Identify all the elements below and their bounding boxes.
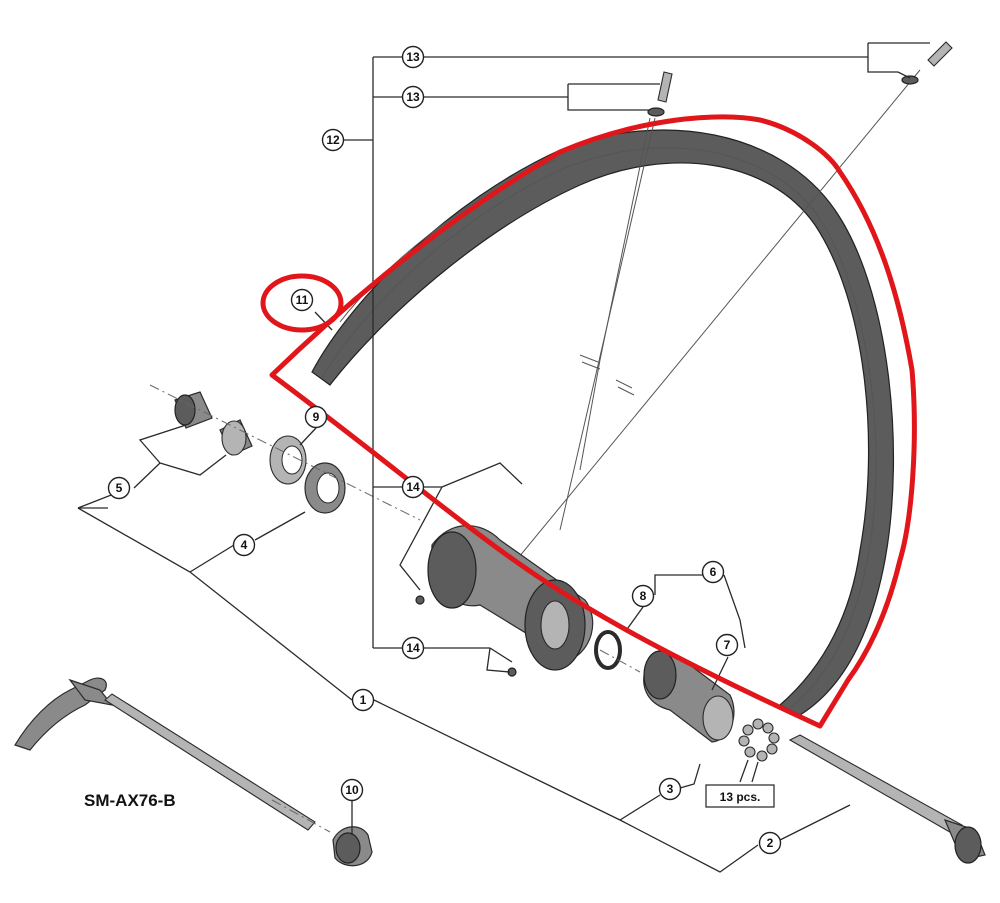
svg-text:13: 13 — [406, 50, 420, 64]
callout-4: 4 — [232, 533, 256, 557]
callout-3: 3 — [658, 777, 682, 801]
rim-highlight-outline — [269, 114, 917, 729]
callout-13-second: 13 — [401, 85, 425, 109]
lock-ring — [304, 462, 346, 514]
callout-11: 11 — [290, 288, 314, 312]
model-label: SM-AX76-B — [84, 791, 176, 810]
callout-11-highlight-circle — [260, 273, 344, 333]
spokes — [499, 69, 921, 581]
svg-text:7: 7 — [724, 638, 731, 652]
svg-text:4: 4 — [241, 538, 248, 552]
svg-text:13: 13 — [406, 90, 420, 104]
nipple-top-center — [647, 71, 673, 117]
svg-text:10: 10 — [345, 783, 359, 797]
callout-14-lower: 14 — [401, 636, 425, 660]
svg-text:11: 11 — [296, 293, 309, 307]
svg-text:9: 9 — [313, 410, 320, 424]
callout-8: 8 — [631, 584, 655, 608]
dust-ring — [269, 435, 307, 485]
callout-6: 6 — [701, 560, 725, 584]
callout-9: 9 — [304, 405, 328, 429]
svg-text:6: 6 — [710, 565, 717, 579]
svg-text:5: 5 — [116, 481, 123, 495]
svg-text:12: 12 — [326, 133, 340, 147]
o-ring — [594, 630, 622, 670]
nipple-top-right — [901, 41, 953, 85]
center-axis — [149, 384, 641, 833]
hub-axle — [788, 734, 986, 864]
callout-5: 5 — [107, 476, 131, 500]
svg-text:8: 8 — [640, 589, 647, 603]
callout-13-top: 13 — [401, 45, 425, 69]
quantity-label: 13 pcs. — [720, 790, 761, 804]
svg-text:1: 1 — [360, 693, 367, 707]
freehub-body — [643, 650, 735, 743]
svg-text:3: 3 — [667, 782, 674, 796]
callout-7: 7 — [715, 633, 739, 657]
rim — [311, 129, 895, 716]
callout-10: 10 — [340, 778, 364, 802]
leader-lines — [77, 42, 930, 873]
thru-axle-nut — [332, 826, 373, 867]
svg-text:14: 14 — [406, 641, 420, 655]
thru-axle — [14, 677, 316, 831]
bearing-balls — [738, 718, 780, 762]
quantity-box: 13 pcs. — [705, 784, 775, 808]
svg-text:14: 14 — [406, 480, 420, 494]
hub-body — [415, 525, 594, 677]
callout-12: 12 — [321, 128, 345, 152]
callout-1: 1 — [351, 688, 375, 712]
axle-end-cap — [174, 391, 213, 429]
callout-14-upper: 14 — [401, 475, 425, 499]
cone-nut — [219, 419, 253, 456]
svg-text:2: 2 — [767, 836, 774, 850]
callout-2: 2 — [758, 831, 782, 855]
